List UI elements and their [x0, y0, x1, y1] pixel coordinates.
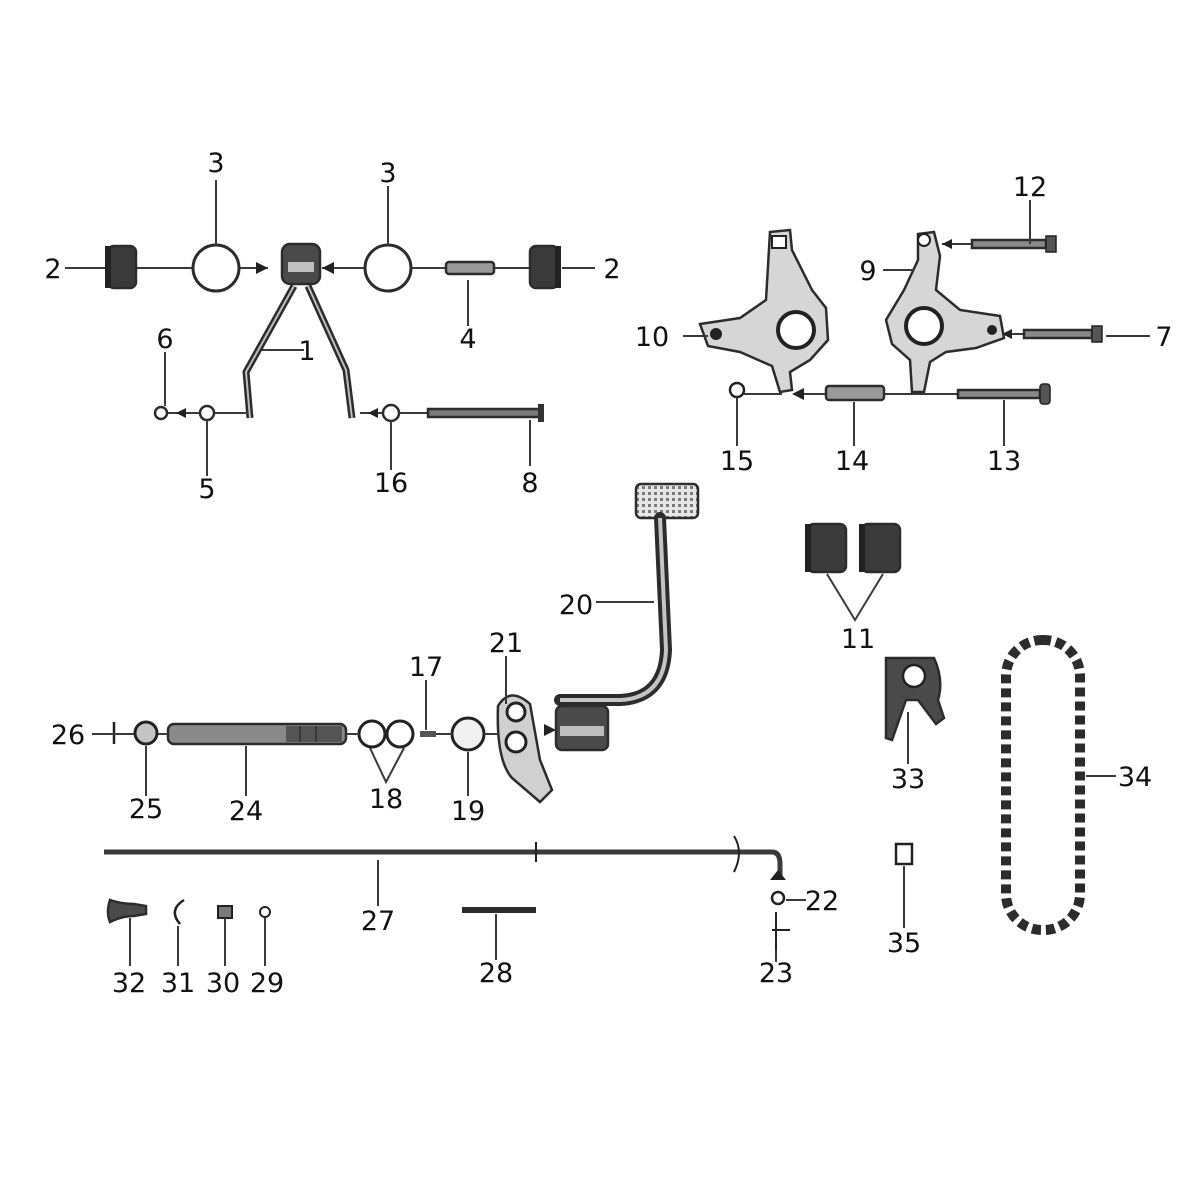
- callout-8: 8: [521, 468, 538, 499]
- callout-labels: 1 2 2 3 3 4 5 6 7 8 9 10 11 12 13 14 15 …: [44, 148, 1172, 999]
- chain-group: [805, 522, 1116, 935]
- callout-5: 5: [198, 474, 215, 505]
- callout-32: 32: [112, 968, 146, 999]
- rubber-bush-right: [528, 244, 560, 290]
- small-pin: [420, 731, 436, 737]
- washer-right: [363, 243, 413, 293]
- brake-rod-group: [104, 835, 806, 966]
- callout-2-right: 2: [603, 254, 620, 285]
- callout-23: 23: [759, 958, 793, 989]
- ferrule: [217, 905, 233, 919]
- small-ball: [259, 906, 271, 918]
- spacer-tube: [824, 384, 886, 402]
- callout-30: 30: [206, 968, 240, 999]
- callout-13: 13: [987, 446, 1021, 477]
- callout-22: 22: [805, 886, 839, 917]
- brake-plate-left: [698, 228, 830, 394]
- callout-34: 34: [1118, 762, 1152, 793]
- brake-rod: [104, 849, 783, 880]
- washer-left: [191, 243, 241, 293]
- callout-4: 4: [459, 324, 476, 355]
- callout-7: 7: [1155, 322, 1172, 353]
- washer-large: [450, 716, 486, 752]
- center-stand-group: [65, 180, 595, 476]
- shaft-nut: [133, 720, 159, 746]
- callout-9: 9: [859, 256, 876, 287]
- callout-12: 12: [1013, 172, 1047, 203]
- brake-arm-group: [683, 200, 1150, 446]
- callout-35: 35: [887, 928, 921, 959]
- brake-plate-right: [884, 230, 1006, 394]
- washer-small-right: [381, 403, 401, 423]
- washer-twin-left: [357, 719, 387, 749]
- clip-c: [173, 898, 185, 925]
- washer-twin-right: [385, 719, 415, 749]
- chain-link: [894, 842, 914, 866]
- callout-29: 29: [250, 968, 284, 999]
- nut-small: [728, 381, 746, 399]
- callout-31: 31: [161, 968, 195, 999]
- callout-15: 15: [720, 446, 754, 477]
- callout-21: 21: [489, 628, 523, 659]
- bolt-medium: [1022, 328, 1094, 340]
- callout-19: 19: [451, 796, 485, 827]
- split-pin-ring: [153, 405, 169, 421]
- callout-18: 18: [369, 784, 403, 815]
- kickstart-group: [92, 482, 700, 804]
- bush-11-left: [806, 522, 848, 574]
- kick-pedal-rubber: [634, 482, 700, 520]
- wing-nut: [106, 898, 148, 924]
- callout-26: 26: [51, 720, 85, 751]
- callout-11: 11: [841, 624, 875, 655]
- callout-25: 25: [129, 794, 163, 825]
- callout-17: 17: [409, 652, 443, 683]
- callout-2-left: 2: [44, 254, 61, 285]
- callout-3-left: 3: [207, 148, 224, 179]
- callout-10: 10: [635, 322, 669, 353]
- chain-adjuster: [884, 656, 946, 742]
- callout-24: 24: [229, 796, 263, 827]
- callout-6: 6: [156, 324, 173, 355]
- rubber-bush-left: [106, 244, 138, 290]
- washer-small-left: [198, 404, 216, 422]
- callout-20: 20: [559, 590, 593, 621]
- callout-33: 33: [891, 764, 925, 795]
- bolt-long-top: [970, 238, 1048, 250]
- spacer-sleeve: [444, 260, 496, 276]
- drive-chain: [1001, 635, 1085, 935]
- callout-27: 27: [361, 906, 395, 937]
- callout-1: 1: [298, 336, 315, 367]
- callout-14: 14: [835, 446, 869, 477]
- callout-3-right: 3: [379, 158, 396, 189]
- clevis-pin-22: [770, 890, 786, 906]
- stand-shaft: [426, 407, 542, 419]
- bolt-long-bottom: [956, 388, 1042, 400]
- callout-16: 16: [374, 468, 408, 499]
- bush-11-right: [860, 522, 902, 574]
- callout-28: 28: [479, 958, 513, 989]
